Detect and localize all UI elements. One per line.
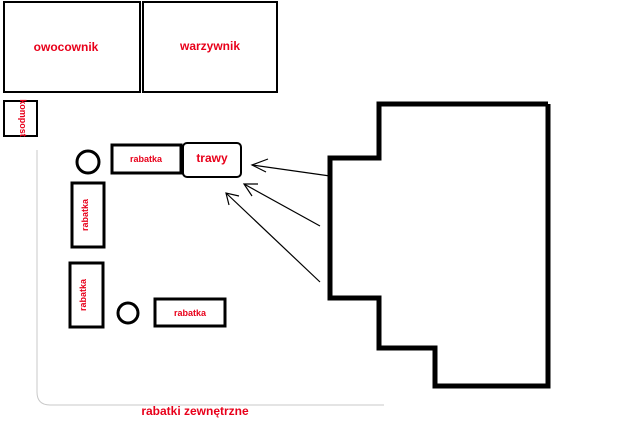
house-outline bbox=[327, 101, 551, 389]
rabatki-zewnetrzne-label: rabatki zewnętrzne bbox=[141, 404, 249, 418]
rabatka-left-lower-bed bbox=[68, 261, 105, 329]
round-planting-bottom bbox=[116, 301, 140, 325]
garden-boundary-line bbox=[36, 150, 384, 406]
rabatka-left-lower-label: rabatka bbox=[78, 278, 88, 311]
owocownik-bed bbox=[3, 1, 141, 93]
arrowhead-1 bbox=[250, 158, 269, 173]
owocownik-label: owocownik bbox=[34, 40, 99, 54]
arrowhead-3 bbox=[225, 192, 240, 206]
arrow-line-2 bbox=[243, 183, 321, 227]
warzywnik-label: warzywnik bbox=[179, 39, 240, 53]
kompost-label: kompost bbox=[18, 99, 28, 137]
round-planting-top bbox=[75, 149, 101, 175]
arrows-to-trawy bbox=[225, 158, 331, 283]
warzywnik-bed bbox=[142, 1, 278, 93]
rabatka-bottom-label: rabatka bbox=[174, 308, 207, 318]
arrow-line-1 bbox=[251, 164, 331, 177]
rabatka-left-upper-bed bbox=[70, 181, 106, 249]
rabatka-top-bed bbox=[110, 143, 183, 175]
kompost-box bbox=[3, 100, 38, 137]
rabatka-left-upper-label: rabatka bbox=[80, 198, 90, 231]
trawy-bed bbox=[182, 142, 242, 178]
arrowhead-2 bbox=[242, 183, 258, 197]
arrow-line-3 bbox=[225, 192, 321, 283]
rabatka-top-label: rabatka bbox=[130, 154, 163, 164]
trawy-label: trawy bbox=[196, 151, 228, 165]
rabatka-bottom-bed bbox=[153, 297, 227, 328]
